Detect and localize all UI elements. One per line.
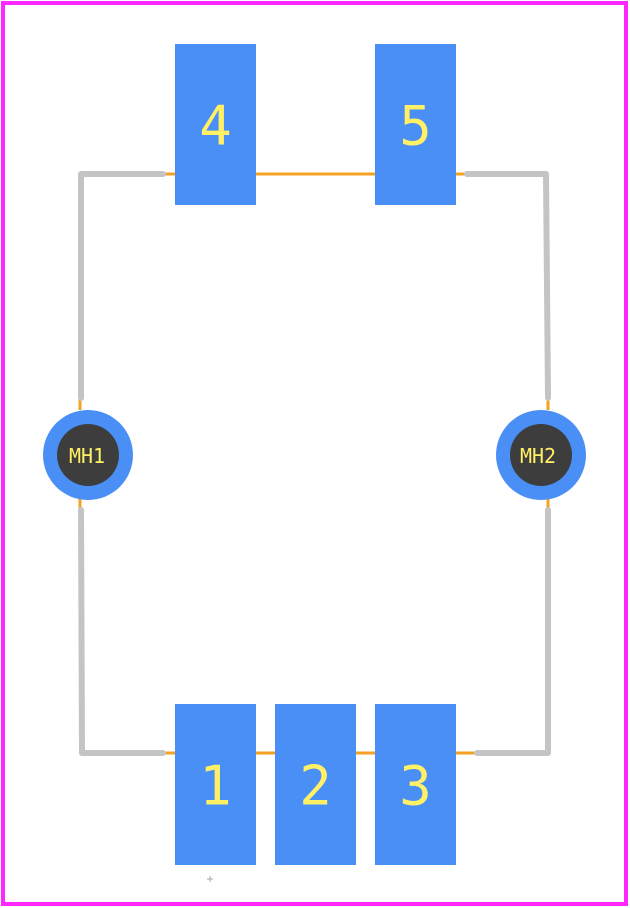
silkscreen-outline [78,171,551,756]
mh2-drill [510,424,572,486]
mh1-drill [57,424,119,486]
silkscreen-top-right [464,171,551,401]
silkscreen-top-left [78,171,166,401]
assembly-outline [78,172,550,755]
mh2-label: MH2 [520,444,556,468]
pad-2[interactable]: 2 [275,704,356,865]
pad-5-copper[interactable] [375,44,456,205]
mounting-hole-mh1[interactable]: MH1 [43,410,133,500]
silkscreen-bottom-left [78,507,166,756]
mh1-label: MH1 [69,444,105,468]
pad-4-copper[interactable] [175,44,256,205]
pad-1-copper[interactable] [175,704,256,865]
pad-3[interactable]: 3 [375,704,456,865]
mounting-hole-mh2[interactable]: MH2 [496,410,586,500]
silkscreen-bottom-right [474,507,551,756]
origin-marker-icon [207,876,213,882]
pad-4[interactable]: 4 [175,44,256,205]
pad-2-copper[interactable] [275,704,356,865]
pad-3-copper[interactable] [375,704,456,865]
pad-1[interactable]: 1 [175,704,256,865]
pad-5[interactable]: 5 [375,44,456,205]
pad-4-label: 4 [199,95,232,158]
pad-2-label: 2 [299,755,332,818]
pad-1-label: 1 [199,755,232,818]
pad-5-label: 5 [399,95,432,158]
pad-3-label: 3 [399,755,432,818]
